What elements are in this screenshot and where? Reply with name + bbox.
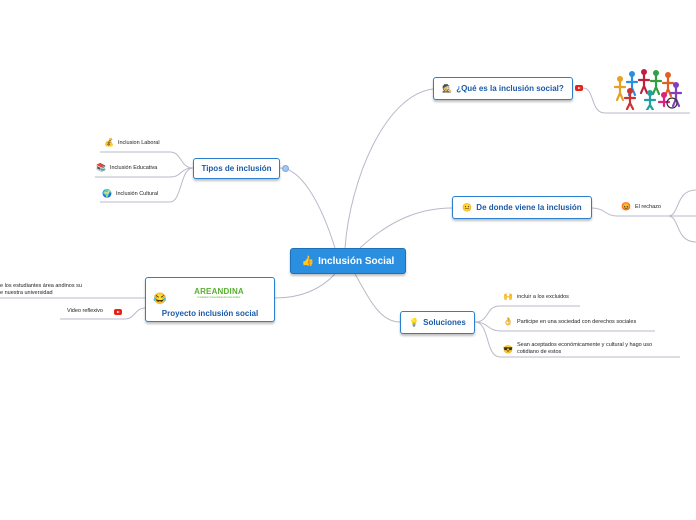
leaf-estudiantes[interactable]: e los estudiantes área andinos su e nues… (0, 283, 82, 297)
leaf-label: Inclusión Cultural (115, 190, 159, 197)
leaf-label: e los estudiantes área andinos su (0, 283, 82, 289)
lightbulb-icon: 💡 (409, 318, 420, 327)
person-icon: 🕵 (442, 84, 453, 93)
leaf-label: Sean aceptados económicamente y cultural… (516, 342, 653, 348)
leaf-label: incluir a los excluidos (516, 293, 569, 300)
money-bag-icon: 💰 (104, 138, 114, 147)
leaf-incluir[interactable]: 🙌 incluir a los excluidos (503, 292, 569, 301)
topic-que-es[interactable]: 🕵 ¿Qué es la inclusión social? (433, 77, 573, 100)
leaf-label-line2: cotidiano de estos (516, 349, 562, 355)
topic-tipos[interactable]: Tipos de inclusión (193, 158, 280, 179)
leaf-label-line2: e nuestra universidad (0, 290, 53, 296)
thumbs-up-icon: 👍 (301, 255, 315, 267)
topic-tipos-label: Tipos de inclusión (201, 164, 272, 173)
cool-face-icon: 😎 (503, 344, 513, 354)
red-face-icon: 😡 (621, 202, 631, 211)
leaf-label: El rechazo (634, 203, 661, 210)
leaf-el-rechazo[interactable]: 😡 El rechazo (621, 202, 661, 211)
topic-proyecto-label: Proyecto inclusión social (161, 309, 259, 318)
leaf-label: Inclusion Laboral (117, 139, 160, 146)
leaf-label: Video reflexivo (67, 308, 103, 314)
raised-hands-icon: 🙌 (503, 292, 513, 301)
topic-soluciones[interactable]: 💡 Soluciones (400, 311, 475, 334)
smiley-icon: 😐 (462, 203, 473, 212)
leaf-label: Inclusión Educativa (109, 164, 158, 171)
leaf-inclusion-laboral[interactable]: 💰 Inclusion Laboral (104, 138, 160, 147)
topic-donde[interactable]: 😐 De donde viene la inclusión (452, 196, 592, 219)
people-circle-image (610, 65, 684, 110)
emoji-face-icon: 😂 (153, 293, 167, 305)
youtube-link-icon[interactable] (114, 309, 122, 315)
youtube-link-icon[interactable] (575, 85, 583, 91)
logo-subtext: Fundación Universitaria del Área Andina (197, 296, 241, 299)
globe-icon: 🌍 (102, 189, 112, 198)
areandina-logo: AREANDINA Fundación Universitaria del Ár… (194, 287, 244, 299)
books-icon: 📚 (96, 163, 106, 172)
collapse-toggle[interactable] (282, 165, 289, 172)
topic-que-es-label: ¿Qué es la inclusión social? (456, 84, 564, 93)
leaf-participe[interactable]: 👌 Participe en una sociedad con derechos… (503, 317, 636, 326)
ok-hand-icon: 👌 (503, 317, 513, 326)
topic-soluciones-label: Soluciones (423, 318, 466, 327)
leaf-label: Participe en una sociedad con derechos s… (516, 318, 637, 325)
leaf-aceptados[interactable]: 😎 Sean aceptados económicamente y cultur… (503, 342, 652, 356)
central-topic[interactable]: 👍 Inclusión Social (290, 248, 406, 274)
topic-proyecto[interactable]: 😂 AREANDINA Fundación Universitaria del … (145, 277, 275, 322)
leaf-inclusion-educativa[interactable]: 📚 Inclusión Educativa (96, 163, 157, 172)
leaf-inclusion-cultural[interactable]: 🌍 Inclusión Cultural (102, 189, 158, 198)
leaf-video-reflexivo[interactable]: Video reflexivo (67, 308, 103, 314)
topic-donde-label: De donde viene la inclusión (476, 203, 582, 212)
central-topic-label: Inclusión Social (318, 255, 395, 267)
logo-text: AREANDINA (194, 287, 244, 296)
